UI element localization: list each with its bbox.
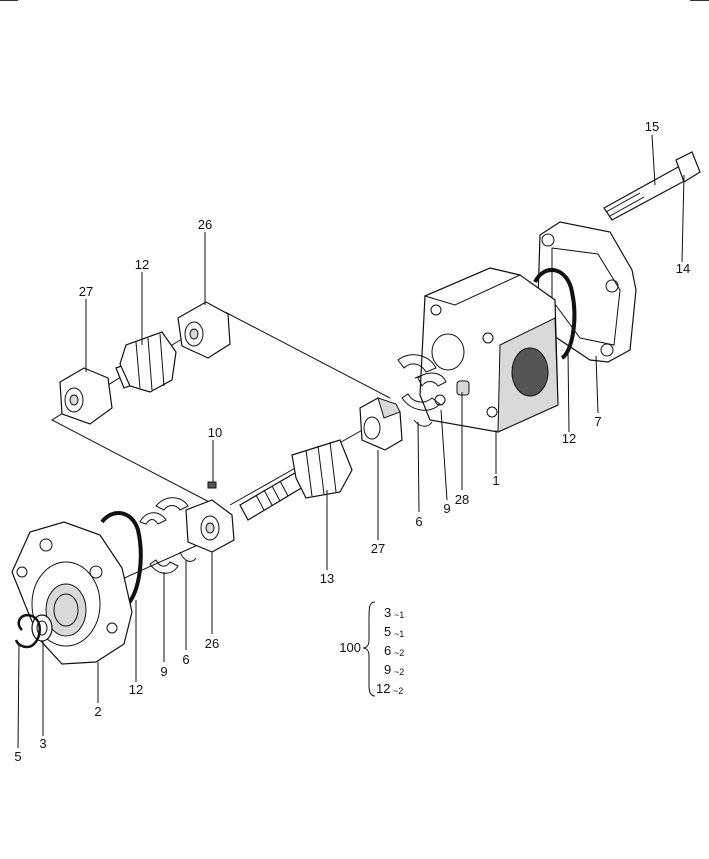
callout-28: 28	[455, 492, 469, 507]
kit-item-qty: ~2	[394, 667, 404, 677]
callout-26-upper: 26	[198, 217, 212, 232]
kit-item-qty: ~2	[393, 686, 403, 696]
callout-6-left: 6	[182, 652, 189, 667]
repair-kit-legend: 100 3 ~1 5 ~1 6 ~2 9 ~2 12 ~2	[339, 601, 404, 697]
pump-body-part-1	[419, 267, 559, 433]
callout-13: 12	[135, 257, 149, 272]
bearing-part-26-upper	[177, 301, 231, 359]
callout-6-right: 6	[415, 514, 422, 529]
dowel-pin-part-28	[456, 380, 470, 396]
callout-26-lower: 26	[205, 636, 219, 651]
bearing-part-27-upper	[59, 367, 113, 425]
o-ring-part-12-right	[533, 268, 577, 360]
callout-16: 15	[645, 119, 659, 134]
front-cover-part-2	[11, 521, 133, 665]
callout-27-upper: 27	[79, 284, 93, 299]
key-part-10	[207, 481, 217, 489]
seal-parts-6-9-right	[397, 354, 447, 427]
callout-9-left: 9	[160, 664, 167, 679]
seal-parts-6-9-left	[139, 497, 197, 574]
callout-12-left: 12	[129, 682, 143, 697]
callout-15: 14	[676, 261, 690, 276]
top-border-right	[690, 0, 709, 1]
kit-item-part: 9	[384, 662, 391, 677]
rear-cover-part-7	[537, 221, 637, 363]
kit-item-qty: ~1	[394, 610, 404, 620]
kit-item-part: 5	[384, 624, 391, 639]
kit-item-part: 3	[384, 605, 391, 620]
kit-item-qty: ~1	[394, 629, 404, 639]
callout-labels: 15 14 26 12 27 10 7 12 1 28 9 6 27 13 26…	[14, 119, 690, 764]
callout-leaders	[17, 134, 685, 749]
bolt-part-16	[603, 151, 701, 221]
callout-12-right: 12	[562, 431, 576, 446]
callout-9-right: 9	[443, 501, 450, 516]
kit-item-part: 6	[384, 643, 391, 658]
kit-item-qty: ~2	[394, 648, 404, 658]
callout-1: 1	[492, 473, 499, 488]
callout-14: 13	[320, 571, 334, 586]
kit-number: 100	[339, 640, 361, 655]
callout-7: 7	[594, 414, 601, 429]
callout-10: 10	[208, 425, 222, 440]
callout-27-lower: 27	[371, 541, 385, 556]
driven-gear-part-13	[115, 331, 177, 393]
bearing-part-27-right	[359, 397, 403, 451]
kit-item-part: 12	[376, 681, 390, 696]
snap-ring-part-5	[14, 613, 41, 649]
callout-2: 2	[94, 704, 101, 719]
callout-3: 3	[39, 736, 46, 751]
top-border-left	[0, 0, 18, 1]
callout-5: 5	[14, 749, 21, 764]
kit-brace	[362, 601, 376, 697]
drive-gear-part-14	[239, 439, 353, 521]
bearing-part-26-lower	[185, 499, 235, 553]
